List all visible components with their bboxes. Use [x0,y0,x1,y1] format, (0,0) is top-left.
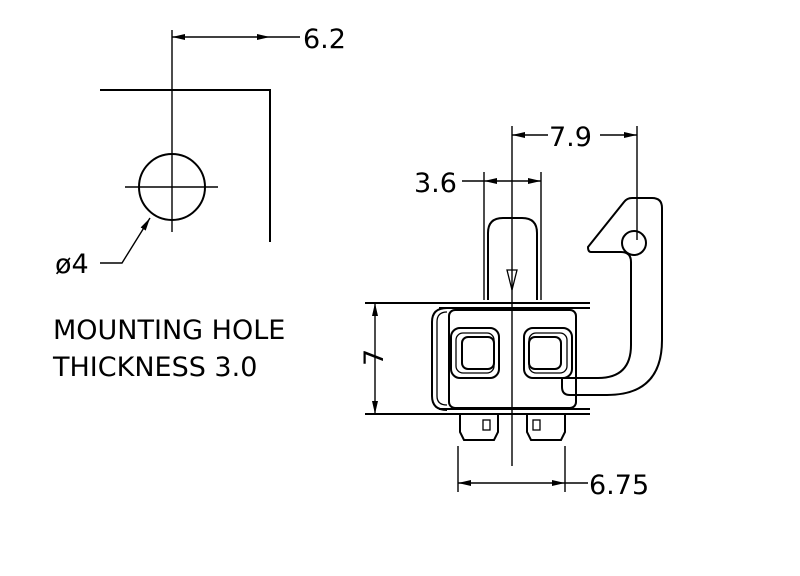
dim-hole-leader [100,217,151,264]
side-bracket [431,307,448,411]
connector-view: 7.9 3.6 [359,122,663,501]
note-line-2: THICKNESS 3.0 [52,352,257,383]
dim-7-label: 7 [359,349,390,366]
dim-6-75-label: 6.75 [589,470,649,501]
dim-7-9-label: 7.9 [549,122,592,153]
latch-hook [561,197,663,396]
dim-3-6-label: 3.6 [414,168,457,199]
hook-hole [621,230,647,256]
plate-outline [100,89,271,242]
top-pin [487,217,538,300]
dim-6-2-label: 6.2 [303,24,346,55]
bottom-pin-left [459,414,499,441]
mounting-hole-view: 6.2 ø4 MOUNTING HOLE THICKNESS 3.0 [52,24,346,383]
note-line-1: MOUNTING HOLE [53,315,285,346]
dim-hole-diameter-label: ø4 [55,249,89,280]
bottom-pin-right [526,414,566,441]
connector-body [448,309,577,409]
terminal-window-left [450,327,500,379]
mounting-hole [138,153,206,221]
terminal-window-right [523,327,573,379]
